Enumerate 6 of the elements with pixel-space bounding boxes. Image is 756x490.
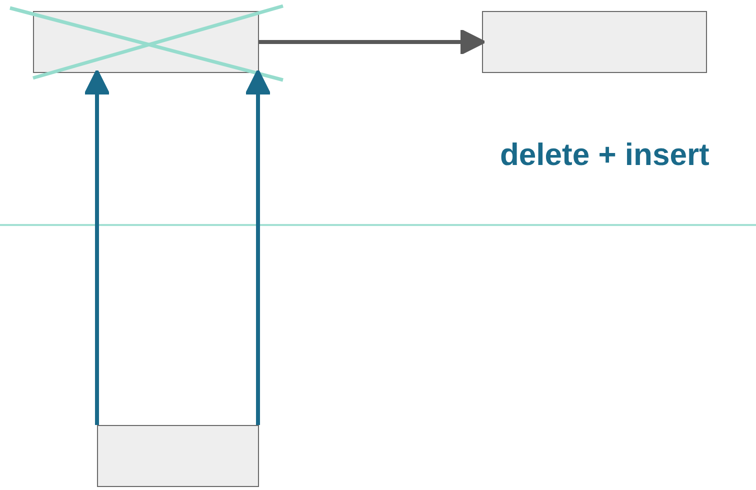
arrow [259, 28, 486, 56]
arrow [84, 69, 110, 425]
operation-label: delete + insert [500, 137, 710, 173]
record-box [97, 425, 259, 487]
arrow [244, 69, 272, 425]
record-box [482, 11, 707, 73]
